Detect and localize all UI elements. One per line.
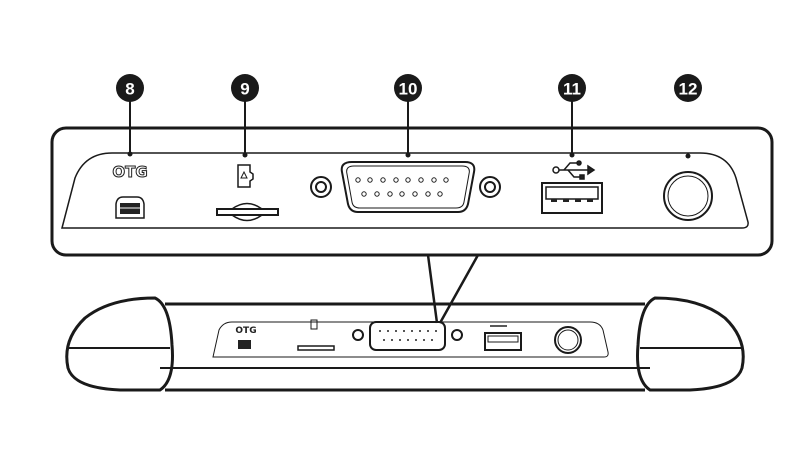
callout-12: 12 xyxy=(674,74,702,159)
usb-symbol-icon xyxy=(552,160,596,180)
device-side-view: OTG xyxy=(65,296,745,392)
zoom-panel xyxy=(50,126,774,257)
otg-label: OTG xyxy=(112,163,147,181)
micro-sd-slot xyxy=(216,164,279,222)
power-jack xyxy=(663,171,713,221)
callout-10: 10 xyxy=(394,74,422,153)
usb-port xyxy=(541,160,603,214)
callout-8: 8 xyxy=(116,74,144,152)
callout-11: 11 xyxy=(558,74,586,153)
otg-port: OTG xyxy=(112,163,148,219)
callout-number: 10 xyxy=(399,80,418,99)
sd-card-icon xyxy=(237,164,254,188)
callout-number: 11 xyxy=(563,80,581,99)
callout-number: 9 xyxy=(240,80,249,99)
otg-label-small: OTG xyxy=(235,326,256,336)
db15-port xyxy=(310,161,501,213)
callout-number: 12 xyxy=(679,80,698,99)
callout-number: 8 xyxy=(125,80,134,99)
callout-9: 9 xyxy=(231,74,259,153)
